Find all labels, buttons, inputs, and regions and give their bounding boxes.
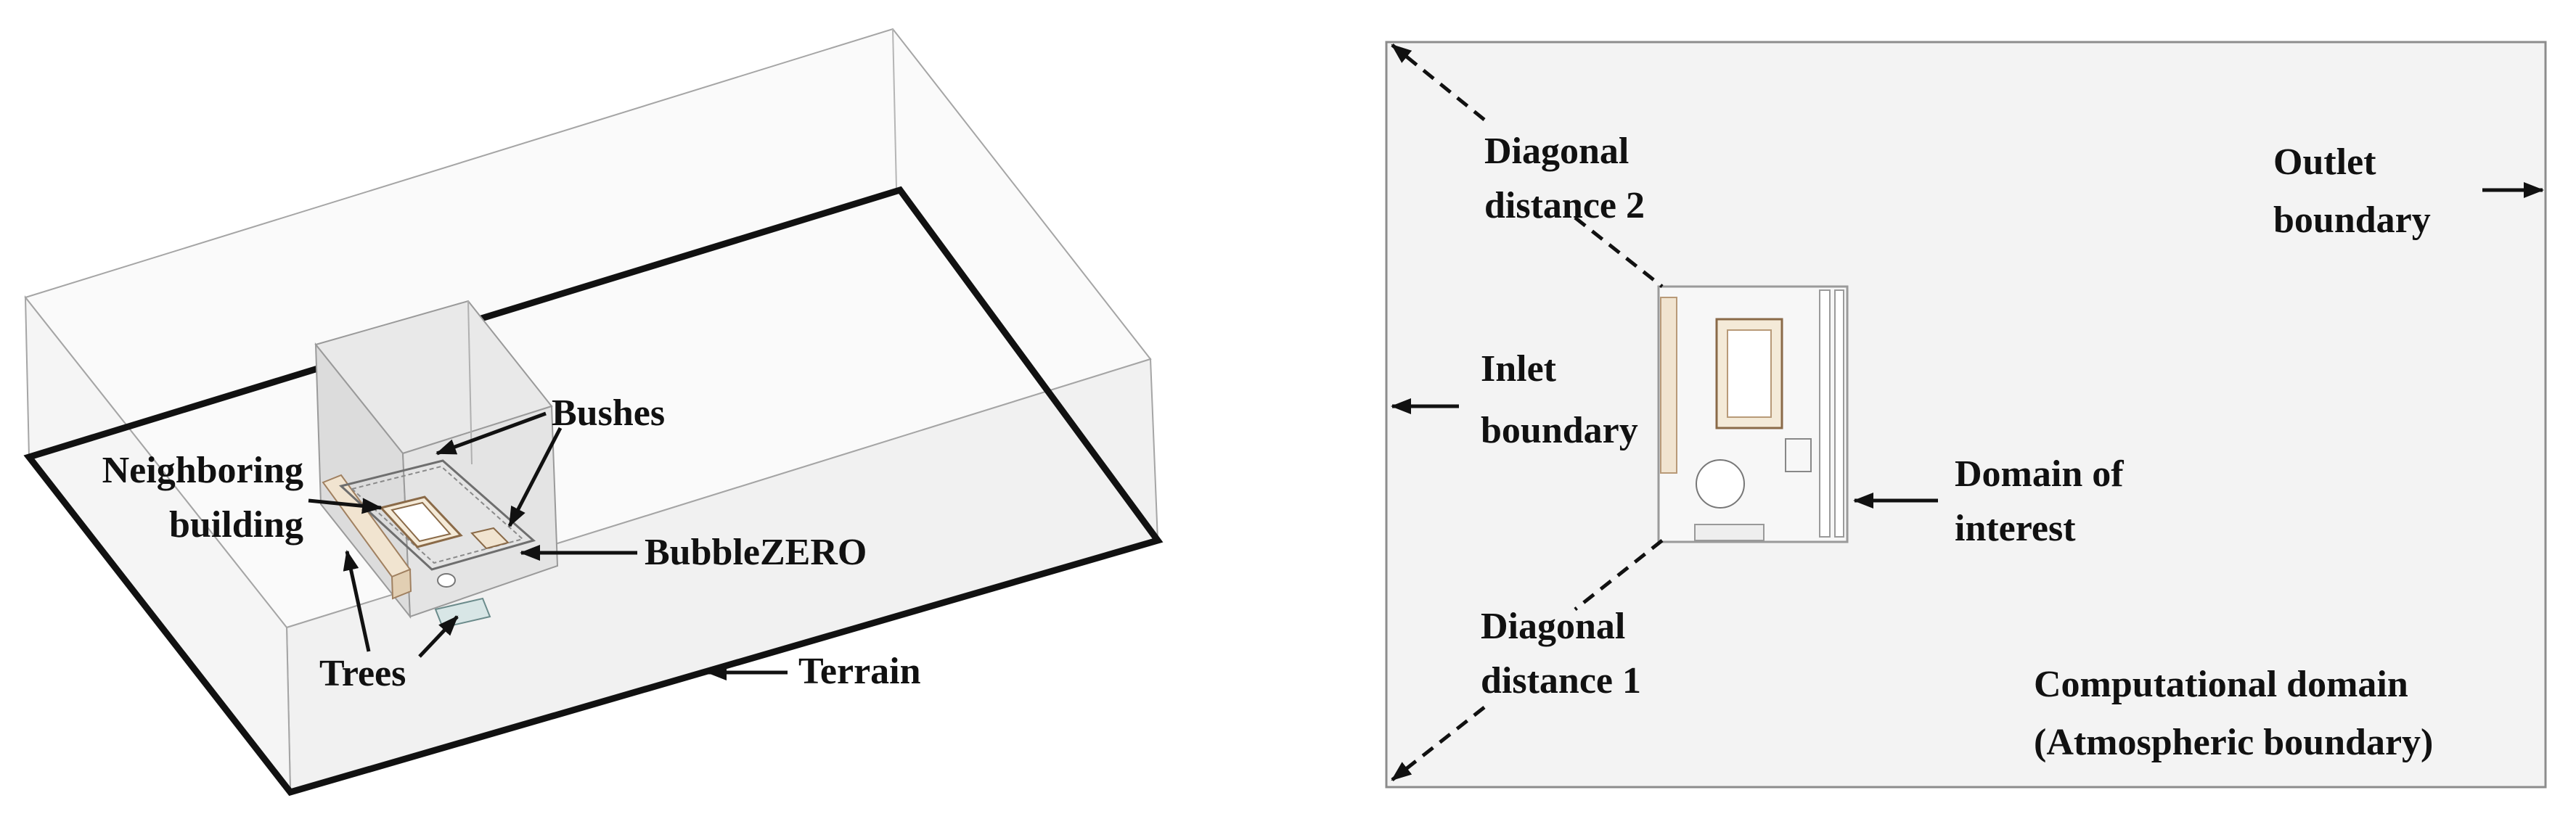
computational-domain-rect <box>1385 41 2547 789</box>
left-panel-3d-domain: Bushes Neighboring building BubbleZERO T… <box>23 28 1164 797</box>
trees-arrow-1 <box>343 550 371 652</box>
diagonal-distance-2-line-lower <box>1574 216 1664 288</box>
neighboring-building <box>322 474 412 600</box>
label-diagonal1-line1: Diagonal <box>1481 606 1625 647</box>
bushes-arrow-1 <box>436 411 547 456</box>
neighboring-building-plan <box>1660 297 1677 474</box>
domain-of-interest <box>1657 285 1849 543</box>
label-domain-line2: interest <box>1955 508 2076 549</box>
label-bushes: Bushes <box>552 392 665 434</box>
trees-arrow-2 <box>418 615 459 658</box>
label-inlet-line2: boundary <box>1481 410 1638 451</box>
label-computational-line2: (Atmospheric boundary) <box>2034 722 2433 763</box>
bushes <box>338 459 536 571</box>
label-outlet-line1: Outlet <box>2273 141 2376 183</box>
label-inlet-line1: Inlet <box>1481 348 1557 390</box>
label-diagonal1-line2: distance 1 <box>1481 660 1641 701</box>
label-outlet-line2: boundary <box>2273 199 2431 241</box>
diagonal-distance-1-line-upper <box>1574 539 1664 611</box>
label-trees: Trees <box>319 653 406 694</box>
tree-plan <box>1696 459 1745 509</box>
label-terrain: Terrain <box>798 651 921 692</box>
label-neighboring-line2: building <box>169 504 303 546</box>
bubblezero-plan <box>1785 438 1812 472</box>
label-domain-line1: Domain of <box>1955 453 2124 495</box>
domain-box-hidden-edge <box>892 28 897 189</box>
terrain-outline <box>23 186 1164 797</box>
label-diagonal2-line1: Diagonal <box>1484 131 1629 172</box>
label-diagonal2-line2: distance 2 <box>1484 185 1645 226</box>
bushes-arrow-2 <box>507 427 563 527</box>
right-panel-plan-view: Diagonal distance 2 Outlet boundary Inle… <box>1385 41 2547 789</box>
neighboring-building-arrow <box>308 498 383 514</box>
label-computational-line1: Computational domain <box>2034 664 2408 705</box>
bubblezero-container <box>379 495 510 550</box>
label-bubblezero: BubbleZERO <box>645 532 867 573</box>
diagonal-distance-2-line-upper <box>1391 44 1486 121</box>
diagonal-distance-1-line-lower <box>1391 706 1486 781</box>
label-neighboring-line1: Neighboring <box>102 450 303 491</box>
